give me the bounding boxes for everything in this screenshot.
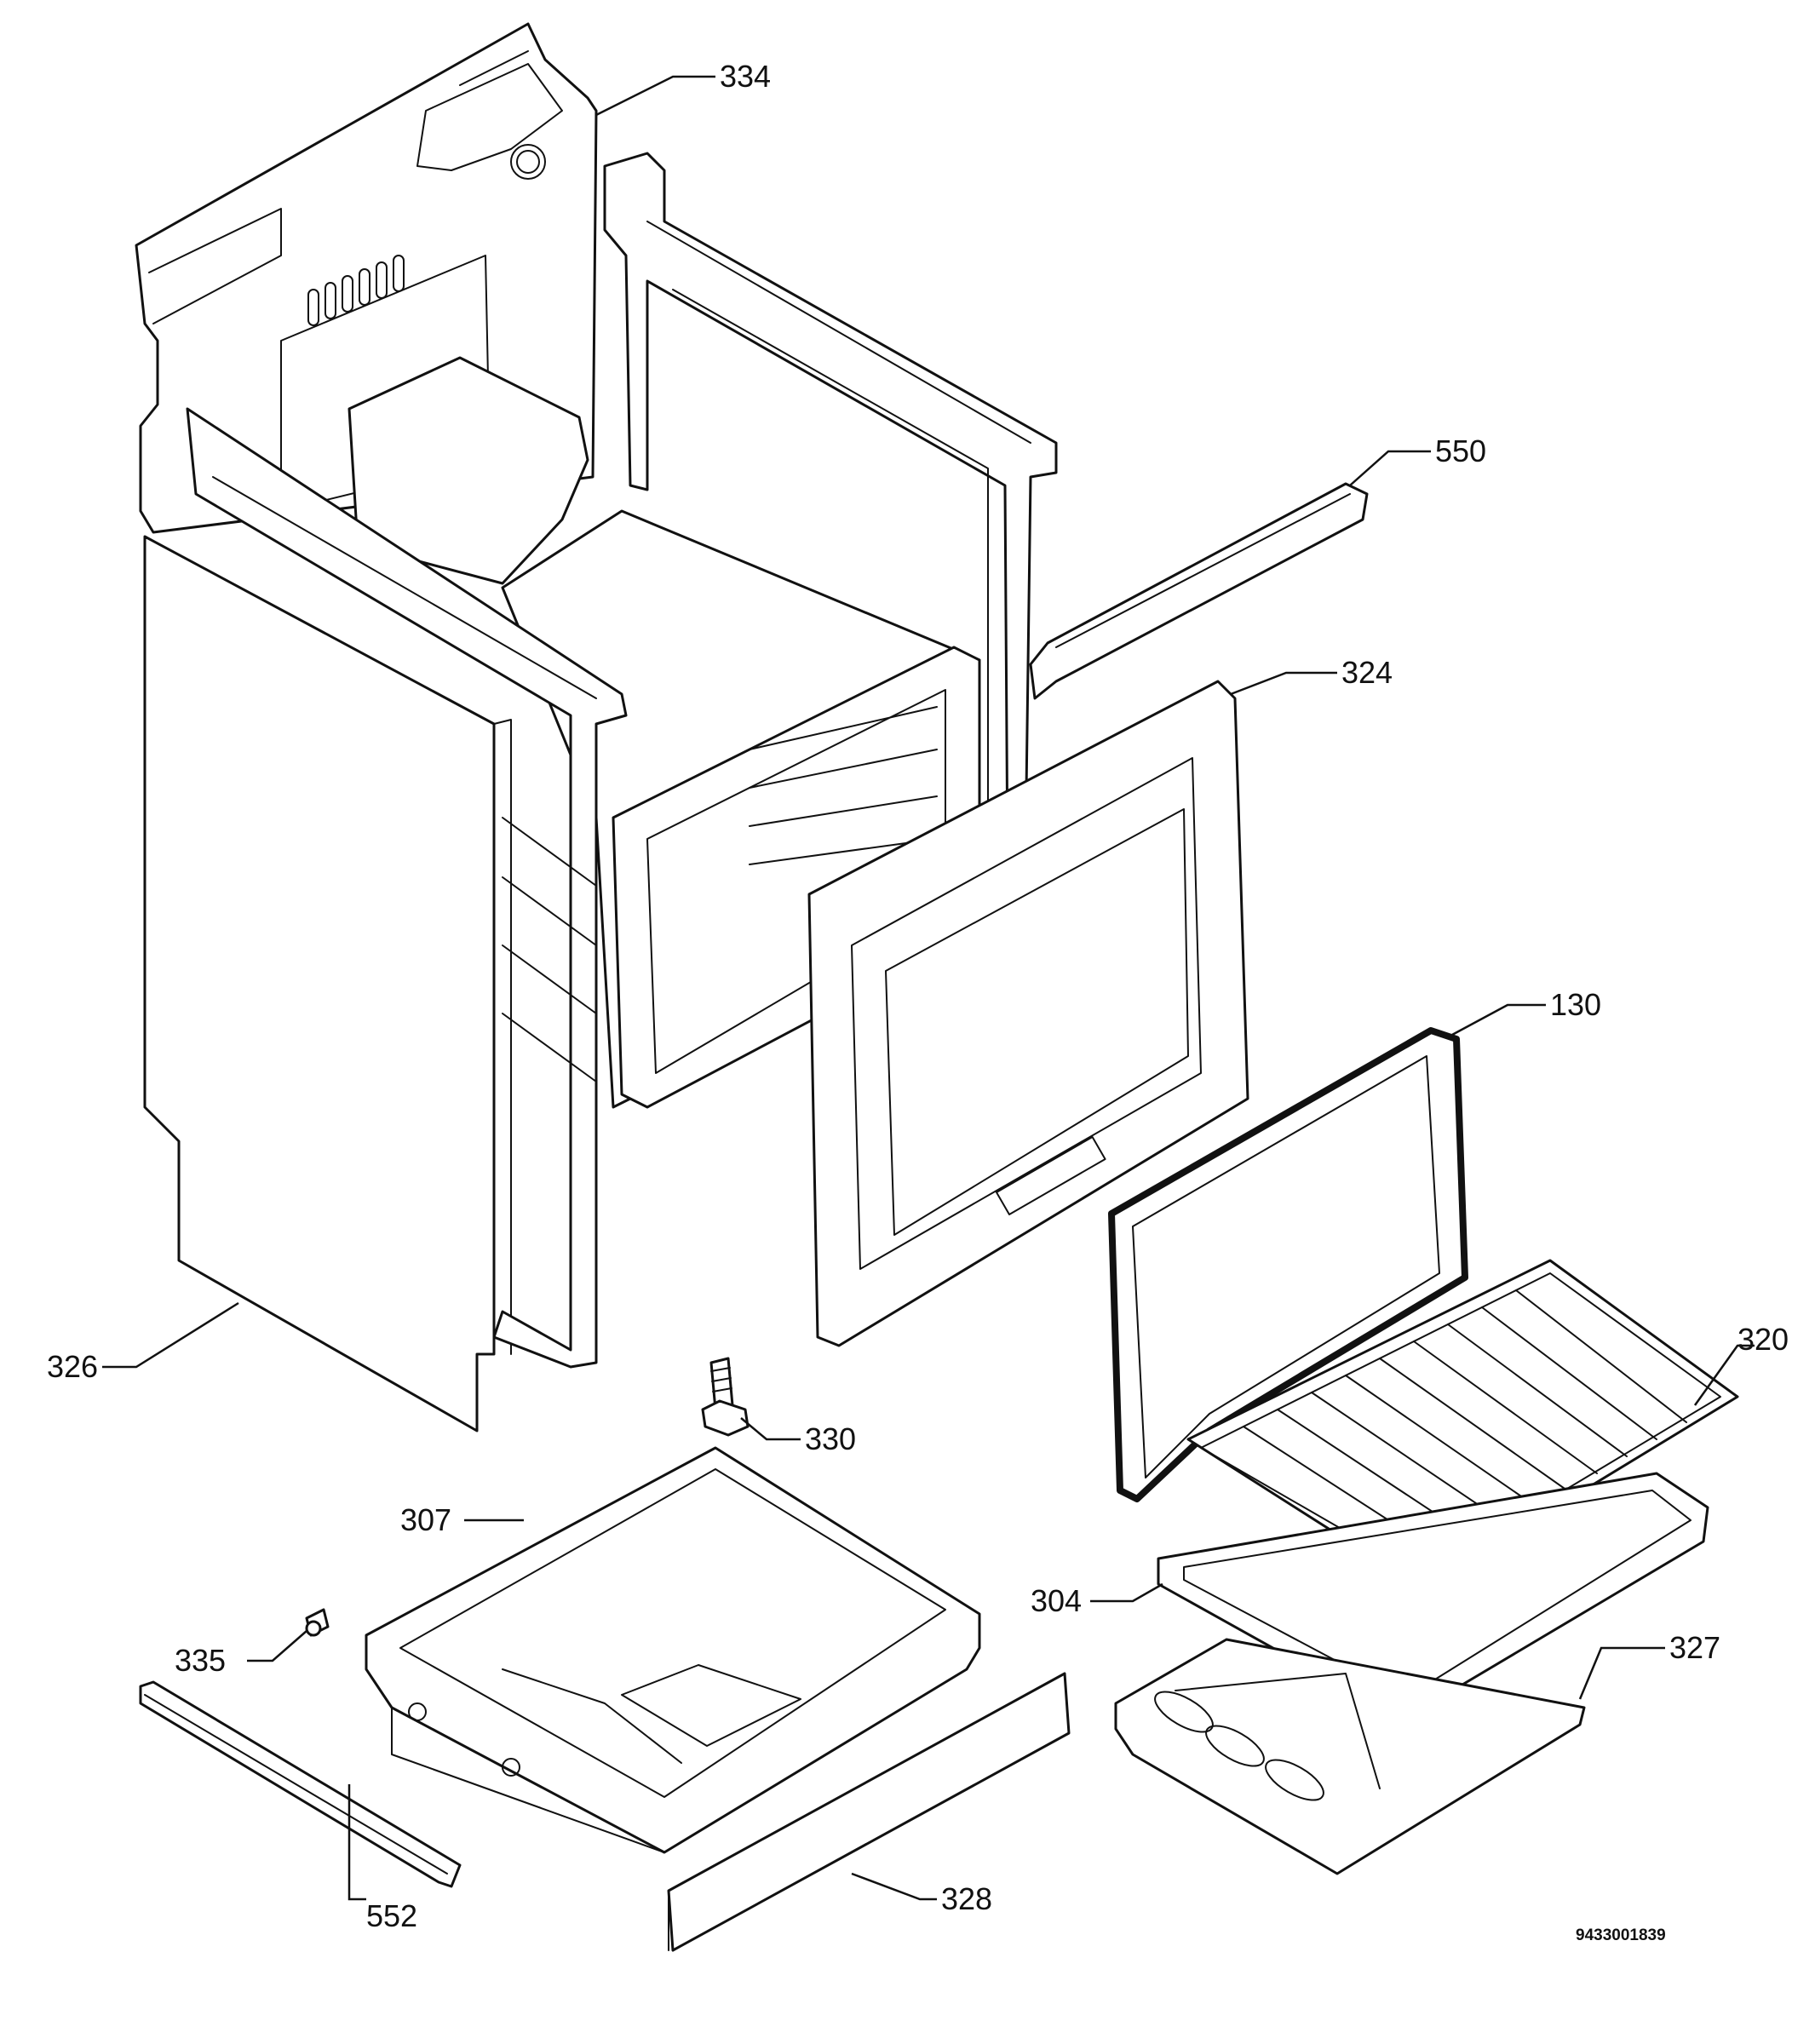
part-328-drawer-front	[667, 1672, 1071, 1952]
callout-324: 324	[1341, 655, 1393, 690]
callout-328: 328	[941, 1881, 992, 1916]
part-552-drawer-rail	[139, 1680, 462, 1888]
left-frame	[186, 407, 628, 1369]
callout-327: 327	[1669, 1630, 1720, 1665]
callout-330: 330	[805, 1421, 856, 1456]
back-panel-vent-slots	[307, 255, 405, 326]
callout-334: 334	[720, 59, 771, 94]
callout-320: 320	[1737, 1322, 1789, 1357]
part-324-front-frame	[807, 680, 1249, 1347]
part-326-side-panel	[143, 535, 512, 1433]
part-330-bolt	[701, 1357, 750, 1437]
callout-labels: 334 550 324 130 320 326 330 307 304 327 …	[47, 59, 1789, 1933]
callout-307: 307	[400, 1502, 451, 1537]
part-307-drawer-box	[365, 1446, 981, 1854]
callout-130: 130	[1550, 987, 1601, 1022]
document-number: 9433001839	[1576, 1926, 1666, 1944]
callout-550: 550	[1435, 433, 1486, 468]
part-335-screw	[305, 1608, 330, 1637]
callout-335: 335	[175, 1643, 226, 1678]
leader-lines	[102, 75, 1755, 1901]
part-327-base-plate	[1114, 1638, 1586, 1875]
callout-552: 552	[366, 1898, 417, 1933]
callout-304: 304	[1031, 1583, 1082, 1618]
callout-326: 326	[47, 1349, 98, 1384]
part-130-door-seal	[1108, 1027, 1468, 1502]
part-550-rail	[1029, 482, 1369, 700]
